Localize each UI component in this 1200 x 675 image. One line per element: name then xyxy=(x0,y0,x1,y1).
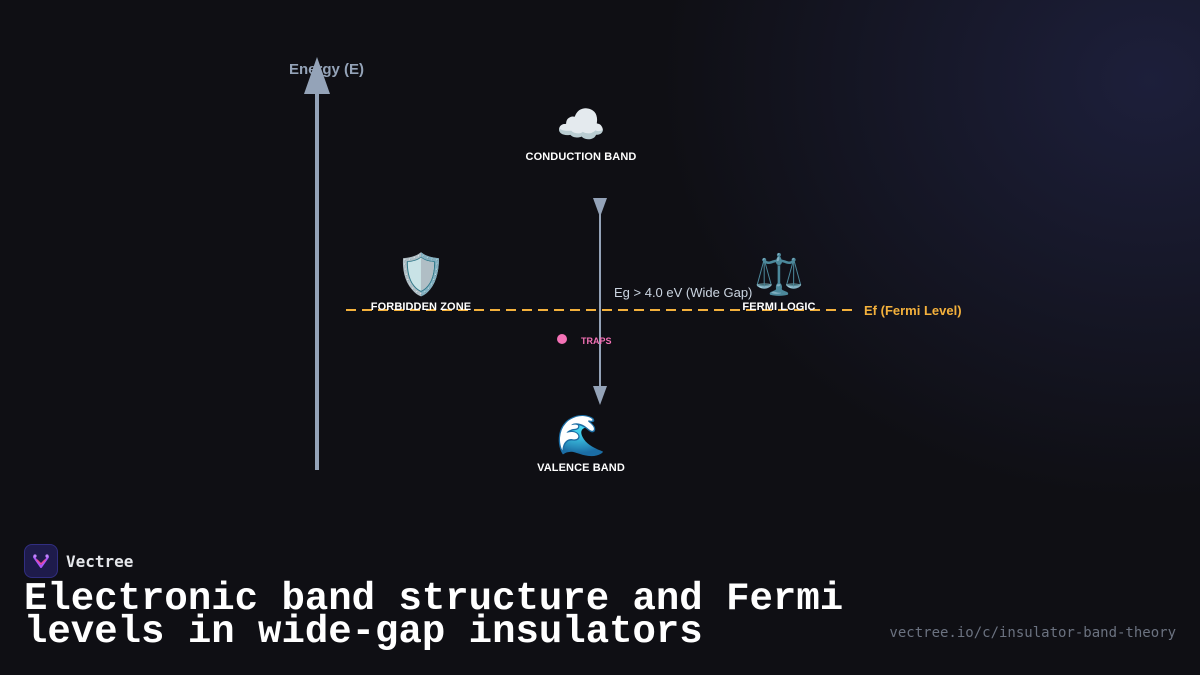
energy-axis-label: Energy (E) xyxy=(289,61,365,78)
fermi-logic-node: ⚖️ FERMI LOGIC xyxy=(742,253,815,313)
conduction-band-label: CONDUCTION BAND xyxy=(525,151,637,163)
valence-band-label: VALENCE BAND xyxy=(537,462,625,474)
source-url: vectree.io/c/insulator-band-theory xyxy=(889,625,1176,641)
band-gap-label: Eg > 4.0 eV (Wide Gap) xyxy=(614,285,753,300)
forbidden-zone-node: 🛡️ FORBIDDEN ZONE xyxy=(371,253,471,313)
vectree-logo-icon xyxy=(24,544,58,578)
wave-icon: 🌊 xyxy=(556,413,606,459)
brand: Vectree xyxy=(24,544,133,578)
balance-scale-icon: ⚖️ xyxy=(754,252,804,298)
shield-icon: 🛡️ xyxy=(396,252,446,298)
band-gap-arrowhead-top xyxy=(593,198,607,217)
fermi-level-label: Ef (Fermi Level) xyxy=(864,303,962,318)
band-gap-arrowhead-bottom xyxy=(593,386,607,405)
valence-band-node: 🌊 VALENCE BAND xyxy=(537,414,625,474)
conduction-band-node: ☁️ CONDUCTION BAND xyxy=(526,103,637,163)
traps-label: TRAPS xyxy=(581,336,612,346)
cloud-icon: ☁️ xyxy=(556,102,606,148)
page-title: Electronic band structure and Fermi leve… xyxy=(24,577,844,654)
brand-name: Vectree xyxy=(66,551,134,571)
energy-axis-arrowhead xyxy=(304,57,330,94)
traps-dot xyxy=(557,334,567,344)
forbidden-zone-label: FORBIDDEN ZONE xyxy=(370,301,472,313)
fermi-logic-label: FERMI LOGIC xyxy=(742,301,816,313)
